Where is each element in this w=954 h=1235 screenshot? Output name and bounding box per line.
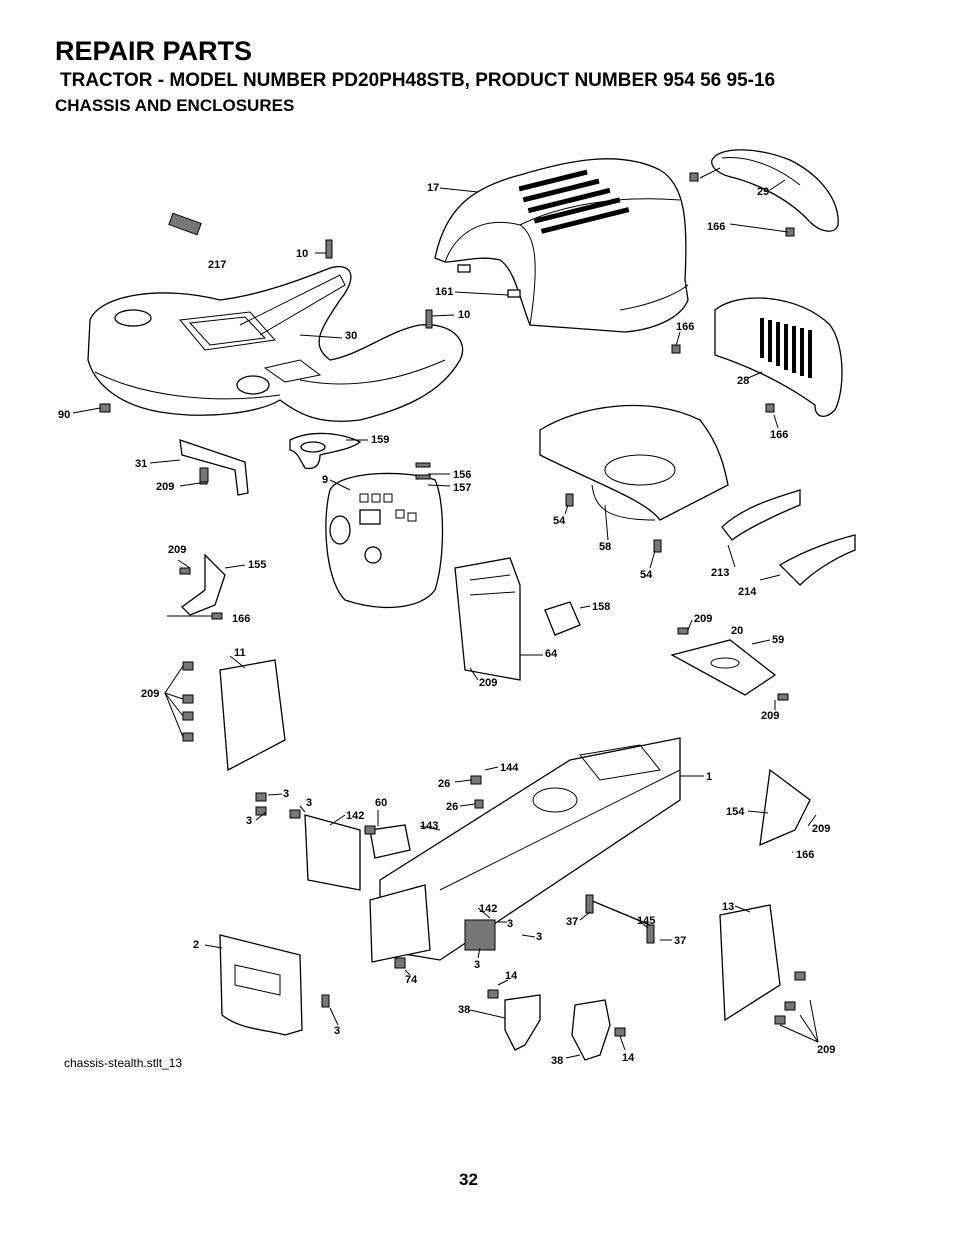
callout-209: 209 bbox=[761, 710, 779, 722]
callout-74: 74 bbox=[405, 974, 418, 986]
callout-10: 10 bbox=[458, 309, 470, 321]
callout-2: 2 bbox=[193, 939, 199, 951]
callout-157: 157 bbox=[453, 482, 471, 494]
callout-9: 9 bbox=[322, 474, 328, 486]
bracket-142 bbox=[304, 814, 411, 891]
figure-identifier: chassis-stealth.stlt_13 bbox=[64, 1056, 183, 1070]
callout-3: 3 bbox=[536, 931, 542, 943]
callout-20: 20 bbox=[731, 625, 743, 637]
model-line: TRACTOR - MODEL NUMBER PD20PH48STB, PROD… bbox=[60, 70, 776, 91]
fender-part bbox=[87, 266, 464, 422]
callout-213: 213 bbox=[711, 567, 729, 579]
callout-161: 161 bbox=[435, 286, 453, 298]
callout-166: 166 bbox=[770, 429, 788, 441]
page-number: 32 bbox=[459, 1170, 478, 1189]
steering-support bbox=[454, 557, 581, 681]
callout-labels: 17 29 166 10 217 161 10 30 166 28 90 166… bbox=[58, 182, 835, 1067]
page-title: REPAIR PARTS bbox=[55, 36, 253, 66]
front-cover bbox=[539, 404, 729, 553]
callout-142: 142 bbox=[346, 810, 364, 822]
callout-3: 3 bbox=[507, 918, 513, 930]
callout-209: 209 bbox=[812, 823, 830, 835]
callout-10: 10 bbox=[296, 248, 308, 260]
callout-209: 209 bbox=[479, 677, 497, 689]
callout-37: 37 bbox=[566, 916, 578, 928]
callout-60: 60 bbox=[375, 797, 387, 809]
dash-panel bbox=[325, 462, 444, 608]
callout-159: 159 bbox=[371, 434, 389, 446]
plate-11 bbox=[182, 659, 286, 772]
callout-14: 14 bbox=[622, 1052, 635, 1064]
front-plate bbox=[219, 934, 303, 1036]
callout-3: 3 bbox=[283, 788, 289, 800]
callout-90: 90 bbox=[58, 409, 70, 421]
callout-3: 3 bbox=[334, 1025, 340, 1037]
callout-28: 28 bbox=[737, 375, 749, 387]
callout-26: 26 bbox=[446, 801, 458, 813]
support-154 bbox=[759, 768, 811, 847]
callout-26: 26 bbox=[438, 778, 450, 790]
callout-54: 54 bbox=[553, 515, 566, 527]
side-panel-upper bbox=[689, 149, 839, 237]
hood-part bbox=[434, 158, 689, 333]
bracket-155 bbox=[179, 553, 226, 620]
mount-bracket bbox=[179, 439, 249, 496]
callout-38: 38 bbox=[551, 1055, 563, 1067]
callout-37: 37 bbox=[674, 935, 686, 947]
plate-20 bbox=[670, 627, 789, 701]
side-skirt-panels bbox=[721, 489, 856, 586]
plate-13 bbox=[719, 904, 806, 1025]
leader-lines bbox=[72, 167, 819, 1059]
callout-14: 14 bbox=[505, 970, 518, 982]
callout-155: 155 bbox=[248, 559, 266, 571]
callout-31: 31 bbox=[135, 458, 147, 470]
callout-30: 30 bbox=[345, 330, 357, 342]
callout-209: 209 bbox=[817, 1044, 835, 1056]
callout-38: 38 bbox=[458, 1004, 470, 1016]
callout-59: 59 bbox=[772, 634, 784, 646]
callout-143: 143 bbox=[420, 820, 438, 832]
callout-54: 54 bbox=[640, 569, 653, 581]
callout-166: 166 bbox=[707, 221, 725, 233]
section-title: CHASSIS AND ENCLOSURES bbox=[55, 96, 295, 115]
center-brackets bbox=[369, 884, 496, 963]
callout-1: 1 bbox=[706, 771, 712, 783]
callout-3: 3 bbox=[246, 815, 252, 827]
callout-29: 29 bbox=[757, 186, 769, 198]
callout-144: 144 bbox=[500, 762, 519, 774]
callout-166: 166 bbox=[232, 613, 250, 625]
callout-154: 154 bbox=[726, 806, 745, 818]
fasteners bbox=[99, 212, 626, 1037]
side-panel-grille bbox=[671, 297, 843, 417]
callout-166: 166 bbox=[676, 321, 694, 333]
callout-3: 3 bbox=[306, 797, 312, 809]
callout-3: 3 bbox=[474, 959, 480, 971]
callout-64: 64 bbox=[545, 648, 558, 660]
callout-11: 11 bbox=[234, 647, 246, 659]
callout-158: 158 bbox=[592, 601, 610, 613]
callout-58: 58 bbox=[599, 541, 611, 553]
callout-209: 209 bbox=[168, 544, 186, 556]
callout-209: 209 bbox=[141, 688, 159, 700]
callout-166: 166 bbox=[796, 849, 814, 861]
callout-217: 217 bbox=[208, 259, 226, 271]
callout-214: 214 bbox=[738, 586, 757, 598]
bracket-38 bbox=[504, 994, 611, 1061]
callout-142: 142 bbox=[479, 903, 497, 915]
callout-17: 17 bbox=[427, 182, 439, 194]
callout-145: 145 bbox=[637, 915, 655, 927]
callout-209: 209 bbox=[156, 481, 174, 493]
callout-209: 209 bbox=[694, 613, 712, 625]
callout-156: 156 bbox=[453, 469, 471, 481]
callout-13: 13 bbox=[722, 901, 734, 913]
cup-holder bbox=[289, 432, 362, 470]
